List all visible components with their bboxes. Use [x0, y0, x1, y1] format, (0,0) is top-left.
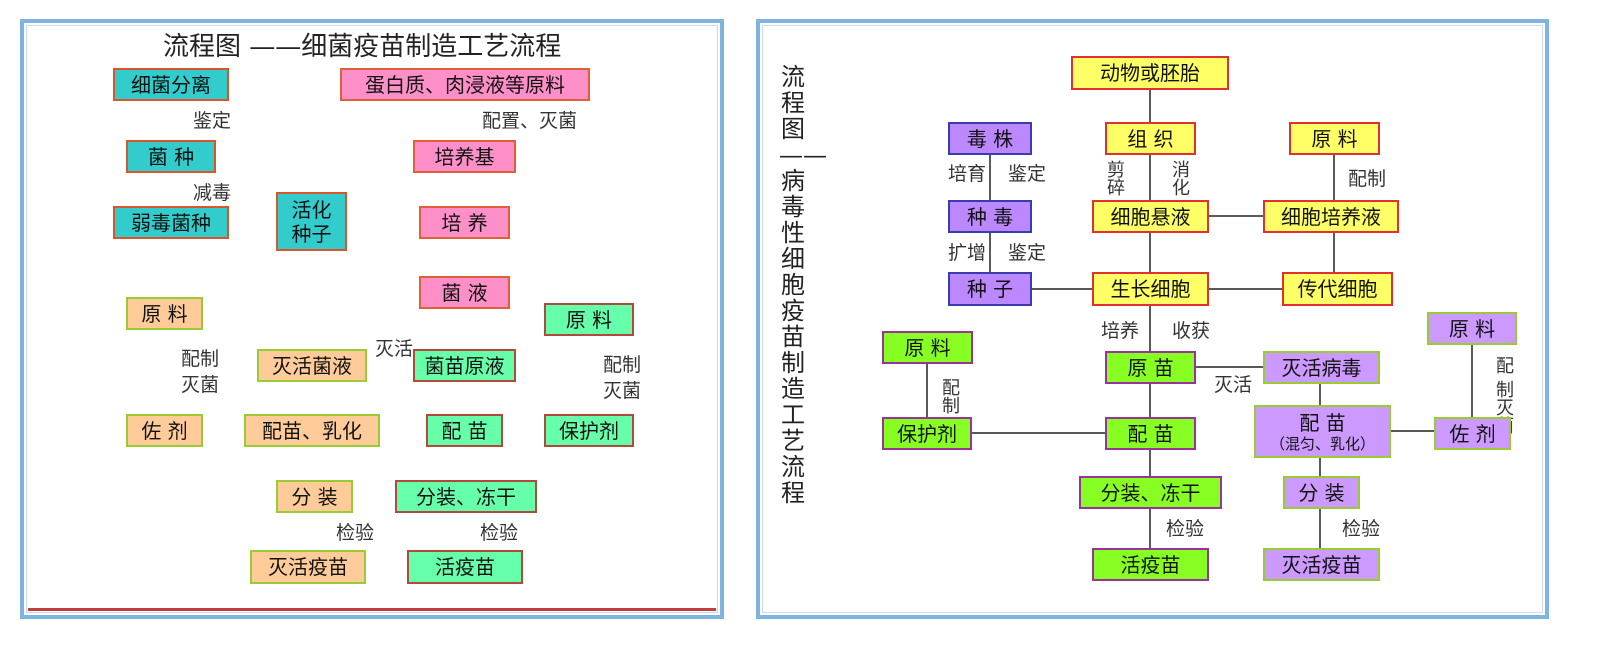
box-cell-suspension: 细胞悬液 [1092, 200, 1209, 233]
label-culture: 培养 [1101, 320, 1140, 342]
box-adjuvant: 佐 剂 [126, 414, 203, 447]
box-culture: 培 养 [419, 206, 510, 239]
box-medium: 培养基 [413, 140, 516, 173]
box-raw-left: 原 料 [126, 297, 203, 330]
viral-vaccine-panel [756, 19, 1549, 619]
label-inactivate: 灭活 [375, 338, 414, 360]
box-bacterial-liquid: 菌 液 [419, 276, 510, 309]
label-test-2: 检验 [1342, 518, 1381, 540]
label-amplify: 扩增 [948, 242, 987, 264]
mix-emulsify-sub: （混匀、乳化） [1269, 434, 1375, 453]
box-seed-virus: 种 毒 [948, 200, 1032, 233]
right-title: 流程图——病毒性细胞疫苗制造工艺流程 [779, 63, 827, 507]
label-prepare-right-top: 配 [1496, 356, 1514, 377]
box-activate-seed: 活化 种子 [276, 192, 347, 251]
box-animal-embryo: 动物或胚胎 [1071, 56, 1229, 90]
label-prepare-sterilize: 配置、灭菌 [482, 110, 578, 132]
box-live-vaccine: 活疫苗 [1092, 548, 1209, 581]
box-mix-emulsify: 配 苗 （混匀、乳化） [1254, 405, 1391, 458]
label-identify: 鉴定 [193, 110, 232, 132]
box-inactivated-vaccine: 灭活疫苗 [250, 550, 366, 584]
box-protectant: 保护剂 [544, 414, 634, 447]
label-attenuate: 减毒 [193, 182, 232, 204]
box-raw-right: 原 料 [544, 303, 634, 336]
box-pack: 分 装 [1283, 476, 1360, 509]
box-raw-left: 原 料 [882, 331, 973, 364]
box-pack-freeze: 分装、冻干 [1079, 476, 1222, 509]
box-live-stock: 菌苗原液 [413, 349, 516, 382]
box-mix: 配 苗 [426, 414, 503, 447]
box-virus-strain: 毒 株 [948, 122, 1032, 155]
box-strain: 菌 种 [126, 140, 216, 173]
activate-line-2: 种子 [291, 221, 332, 246]
box-seed: 种 子 [948, 272, 1032, 306]
activate-line-1: 活化 [291, 197, 332, 222]
box-pack: 分 装 [276, 480, 353, 513]
box-passaged-cells: 传代细胞 [1282, 272, 1393, 306]
box-bacteria-separation: 细菌分离 [113, 68, 229, 101]
label-prep-right-2: 灭菌 [603, 380, 642, 402]
label-prep-left-1: 配制 [181, 348, 220, 370]
label-prepare-top: 配制 [1348, 168, 1387, 190]
box-growing-cells: 生长细胞 [1092, 272, 1209, 306]
box-raw-right: 原 料 [1427, 312, 1517, 345]
box-mix-emulsify: 配苗、乳化 [244, 414, 380, 447]
box-inactivated-vaccine: 灭活疫苗 [1263, 548, 1380, 581]
label-cut: 剪碎 [1107, 160, 1125, 199]
label-prep-left-2: 灭菌 [181, 374, 220, 396]
label-test-2: 检验 [480, 522, 519, 544]
box-live-vaccine: 活疫苗 [407, 550, 523, 584]
label-prep-right-1: 配制 [603, 354, 642, 376]
panel-bottom-bar [28, 608, 716, 611]
label-test-1: 检验 [1166, 518, 1205, 540]
box-raw-seedling: 原 苗 [1105, 351, 1196, 384]
label-identify-2: 鉴定 [1008, 242, 1047, 264]
box-raw-top: 原 料 [1289, 122, 1380, 155]
label-harvest: 收获 [1172, 320, 1211, 342]
box-weak-strain: 弱毒菌种 [113, 206, 229, 239]
label-identify-1: 鉴定 [1008, 163, 1047, 185]
mix-emulsify-title: 配 苗 [1299, 410, 1346, 435]
box-mix: 配 苗 [1105, 417, 1196, 450]
label-digest: 消化 [1172, 160, 1190, 199]
box-protectant: 保护剂 [882, 417, 972, 450]
label-prepare-left: 配制 [942, 378, 960, 417]
box-inactivated-liquid: 灭活菌液 [257, 349, 367, 382]
box-raw-protein: 蛋白质、肉浸液等原料 [340, 68, 590, 101]
left-title: 流程图 ——细菌疫苗制造工艺流程 [163, 32, 562, 62]
box-cell-culture-liquid: 细胞培养液 [1263, 200, 1399, 233]
label-test-1: 检验 [336, 522, 375, 544]
box-pack-freeze: 分装、冻干 [395, 480, 537, 513]
label-cultivate: 培育 [948, 163, 987, 185]
box-adjuvant: 佐 剂 [1434, 417, 1511, 450]
box-tissue: 组 织 [1105, 122, 1196, 155]
label-inactivate: 灭活 [1214, 374, 1253, 396]
box-inactivated-virus: 灭活病毒 [1263, 351, 1380, 384]
